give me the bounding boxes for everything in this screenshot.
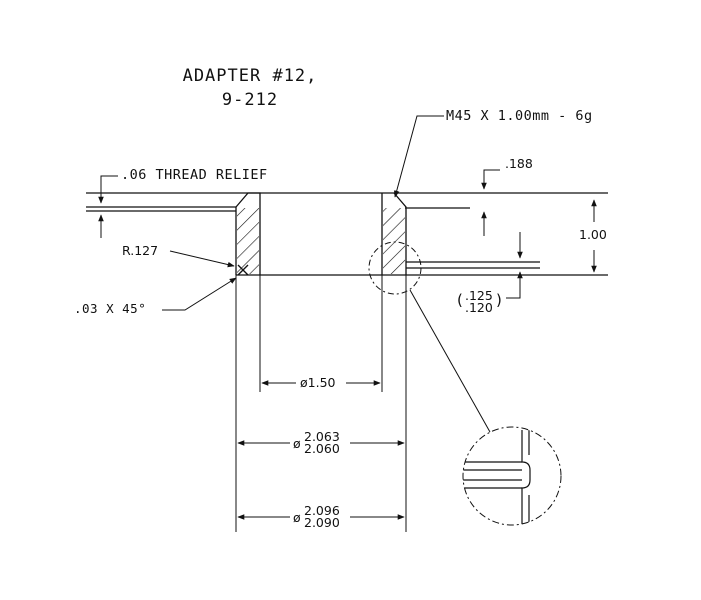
groove-tolerance: .125 .120 <box>465 288 493 315</box>
od1-upper: 2.063 <box>304 429 340 444</box>
radius-label: R.127 <box>122 243 159 258</box>
od2-tolerance: 2.096 2.090 <box>304 503 340 530</box>
chamfer-label: .03 X 45° <box>74 301 147 316</box>
od1-lower: 2.060 <box>304 441 340 456</box>
groove-lower: .120 <box>465 300 493 315</box>
chamfer-leader <box>162 277 237 311</box>
drawing-title-line1: ADAPTER #12, <box>182 66 318 86</box>
thread-leader <box>393 115 444 198</box>
od1-symbol: ø <box>293 436 301 451</box>
thread-relief-label: .06 THREAD RELIEF <box>121 167 268 183</box>
detail-view <box>462 426 562 526</box>
groove-arrow-bottom <box>506 271 523 299</box>
depth-188-label: .188 <box>505 156 533 171</box>
adapter-profile <box>86 192 608 532</box>
od2-upper: 2.096 <box>304 503 340 518</box>
od1-tolerance: 2.063 2.060 <box>304 429 340 456</box>
depth-188-arrow-top <box>481 169 500 190</box>
detail-marker-circle <box>368 241 422 295</box>
left-inner-wall <box>235 192 261 275</box>
detail-leader-line <box>409 289 491 433</box>
relief-arrow-top <box>98 175 118 204</box>
radius-mark <box>237 264 249 276</box>
od2-symbol: ø <box>293 510 301 525</box>
radius-leader <box>169 250 235 268</box>
groove-upper: .125 <box>465 288 493 303</box>
thread-spec-label: M45 X 1.00mm - 6g <box>446 108 593 124</box>
od2-lower: 2.090 <box>304 515 340 530</box>
left-hatch <box>237 208 259 274</box>
right-hatch <box>383 208 405 274</box>
height-label: 1.00 <box>579 227 607 242</box>
drawing-title-line2: 9-212 <box>221 90 279 110</box>
bore-diameter-label: ø1.50 <box>300 375 336 390</box>
